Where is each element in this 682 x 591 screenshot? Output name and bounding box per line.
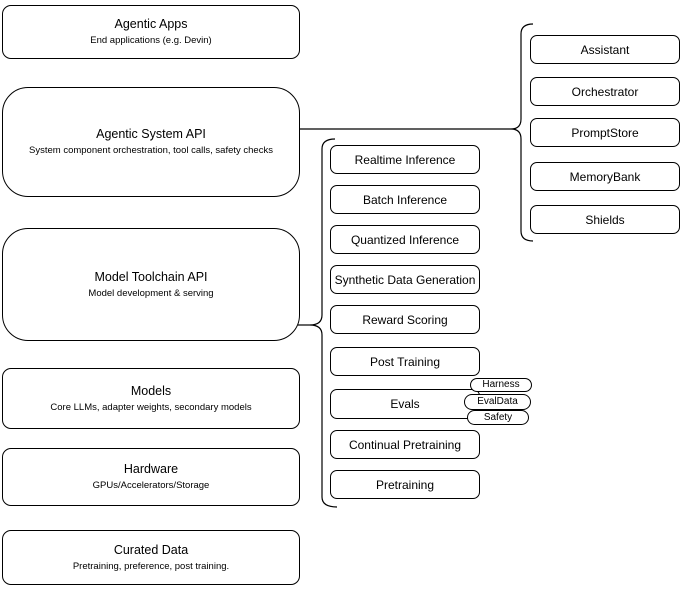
- agentic-apps-box: Agentic Apps End applications (e.g. Devi…: [2, 5, 300, 59]
- models-box: Models Core LLMs, adapter weights, secon…: [2, 368, 300, 429]
- models-title: Models: [130, 383, 172, 398]
- evals-tag-evaldata: EvalData: [464, 394, 531, 410]
- agentic-system-api-title: Agentic System API: [96, 127, 206, 141]
- agentic-apps-subtitle: End applications (e.g. Devin): [90, 35, 212, 46]
- model-toolchain-api-subtitle: Model development & serving: [88, 287, 214, 299]
- curated-data-box: Curated Data Pretraining, preference, po…: [2, 530, 300, 585]
- toolchain-group-brace: [309, 138, 338, 508]
- node-promptstore: PromptStore: [530, 118, 680, 147]
- node-reward-scoring: Reward Scoring: [330, 305, 480, 334]
- node-continual-pretraining: Continual Pretraining: [330, 430, 480, 459]
- node-assistant: Assistant: [530, 35, 680, 64]
- node-shields: Shields: [530, 205, 680, 234]
- evals-tag-harness: Harness: [470, 378, 532, 392]
- agentic-apps-title: Agentic Apps: [114, 17, 188, 31]
- node-batch-inference: Batch Inference: [330, 185, 480, 214]
- system-group-brace: [510, 23, 534, 242]
- agentic-system-api-box: Agentic System API System component orch…: [2, 87, 300, 197]
- node-orchestrator: Orchestrator: [530, 77, 680, 106]
- hardware-subtitle: GPUs/Accelerators/Storage: [92, 480, 210, 491]
- node-memorybank: MemoryBank: [530, 162, 680, 191]
- node-evals: Evals: [330, 389, 480, 419]
- hardware-title: Hardware: [123, 462, 179, 476]
- node-post-training: Post Training: [330, 347, 480, 376]
- agentic-system-api-subtitle: System component orchestration, tool cal…: [29, 145, 273, 156]
- model-toolchain-api-box: Model Toolchain API Model development & …: [2, 228, 300, 341]
- evals-tag-safety: Safety: [467, 410, 529, 425]
- node-synthetic-data-generation: Synthetic Data Generation: [330, 265, 480, 294]
- curated-data-title: Curated Data: [113, 542, 189, 557]
- model-toolchain-api-title: Model Toolchain API: [94, 269, 208, 284]
- node-quantized-inference: Quantized Inference: [330, 225, 480, 254]
- models-subtitle: Core LLMs, adapter weights, secondary mo…: [50, 401, 252, 413]
- curated-data-subtitle: Pretraining, preference, post training.: [72, 560, 230, 572]
- hardware-box: Hardware GPUs/Accelerators/Storage: [2, 448, 300, 506]
- node-realtime-inference: Realtime Inference: [330, 145, 480, 174]
- node-pretraining: Pretraining: [330, 470, 480, 499]
